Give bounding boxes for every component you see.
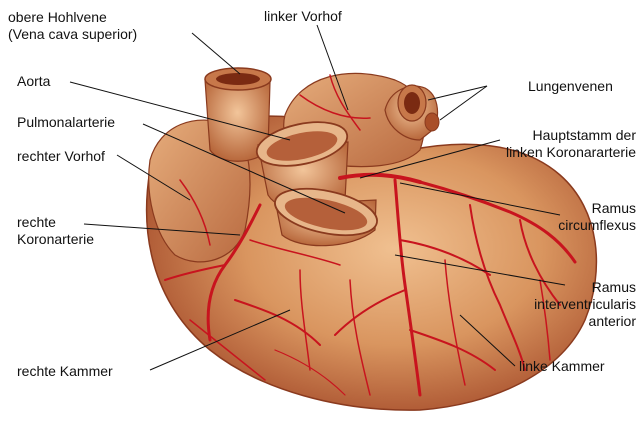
label-rechte-koronarterie-line1: rechte [17,214,94,231]
label-linke-kammer: linke Kammer [519,358,605,375]
label-hauptstamm: Hauptstamm der linken Koronararterie [488,127,636,161]
label-rechte-kammer: rechte Kammer [17,363,113,380]
label-obere-hohlvene-line2: (Vena cava superior) [8,26,137,43]
label-aorta: Aorta [17,73,50,90]
label-linker-vorhof: linker Vorhof [264,8,342,25]
label-hauptstamm-line1: Hauptstamm der [488,127,636,144]
label-pulmonalarterie: Pulmonalarterie [17,114,115,131]
label-ramus-interventricularis-line2: interventricularis [500,296,636,313]
label-obere-hohlvene-line1: obere Hohlvene [8,9,137,26]
label-obere-hohlvene: obere Hohlvene (Vena cava superior) [8,9,137,43]
label-ramus-interventricularis-line1: Ramus [500,279,636,296]
label-hauptstamm-line2: linken Koronararterie [488,144,636,161]
label-rechte-koronarterie-line2: Koronarterie [17,231,94,248]
label-ramus-interventricularis-line3: anterior [500,313,636,330]
label-ramus-circumflexus-line2: circumflexus [540,217,636,234]
label-ramus-circumflexus-line1: Ramus [540,200,636,217]
label-lungenvenen: Lungenvenen [528,78,613,95]
label-rechte-koronarterie: rechte Koronarterie [17,214,94,248]
label-ramus-circumflexus: Ramus circumflexus [540,200,636,234]
label-rechter-vorhof: rechter Vorhof [17,148,105,165]
label-ramus-interventricularis: Ramus interventricularis anterior [500,279,636,330]
